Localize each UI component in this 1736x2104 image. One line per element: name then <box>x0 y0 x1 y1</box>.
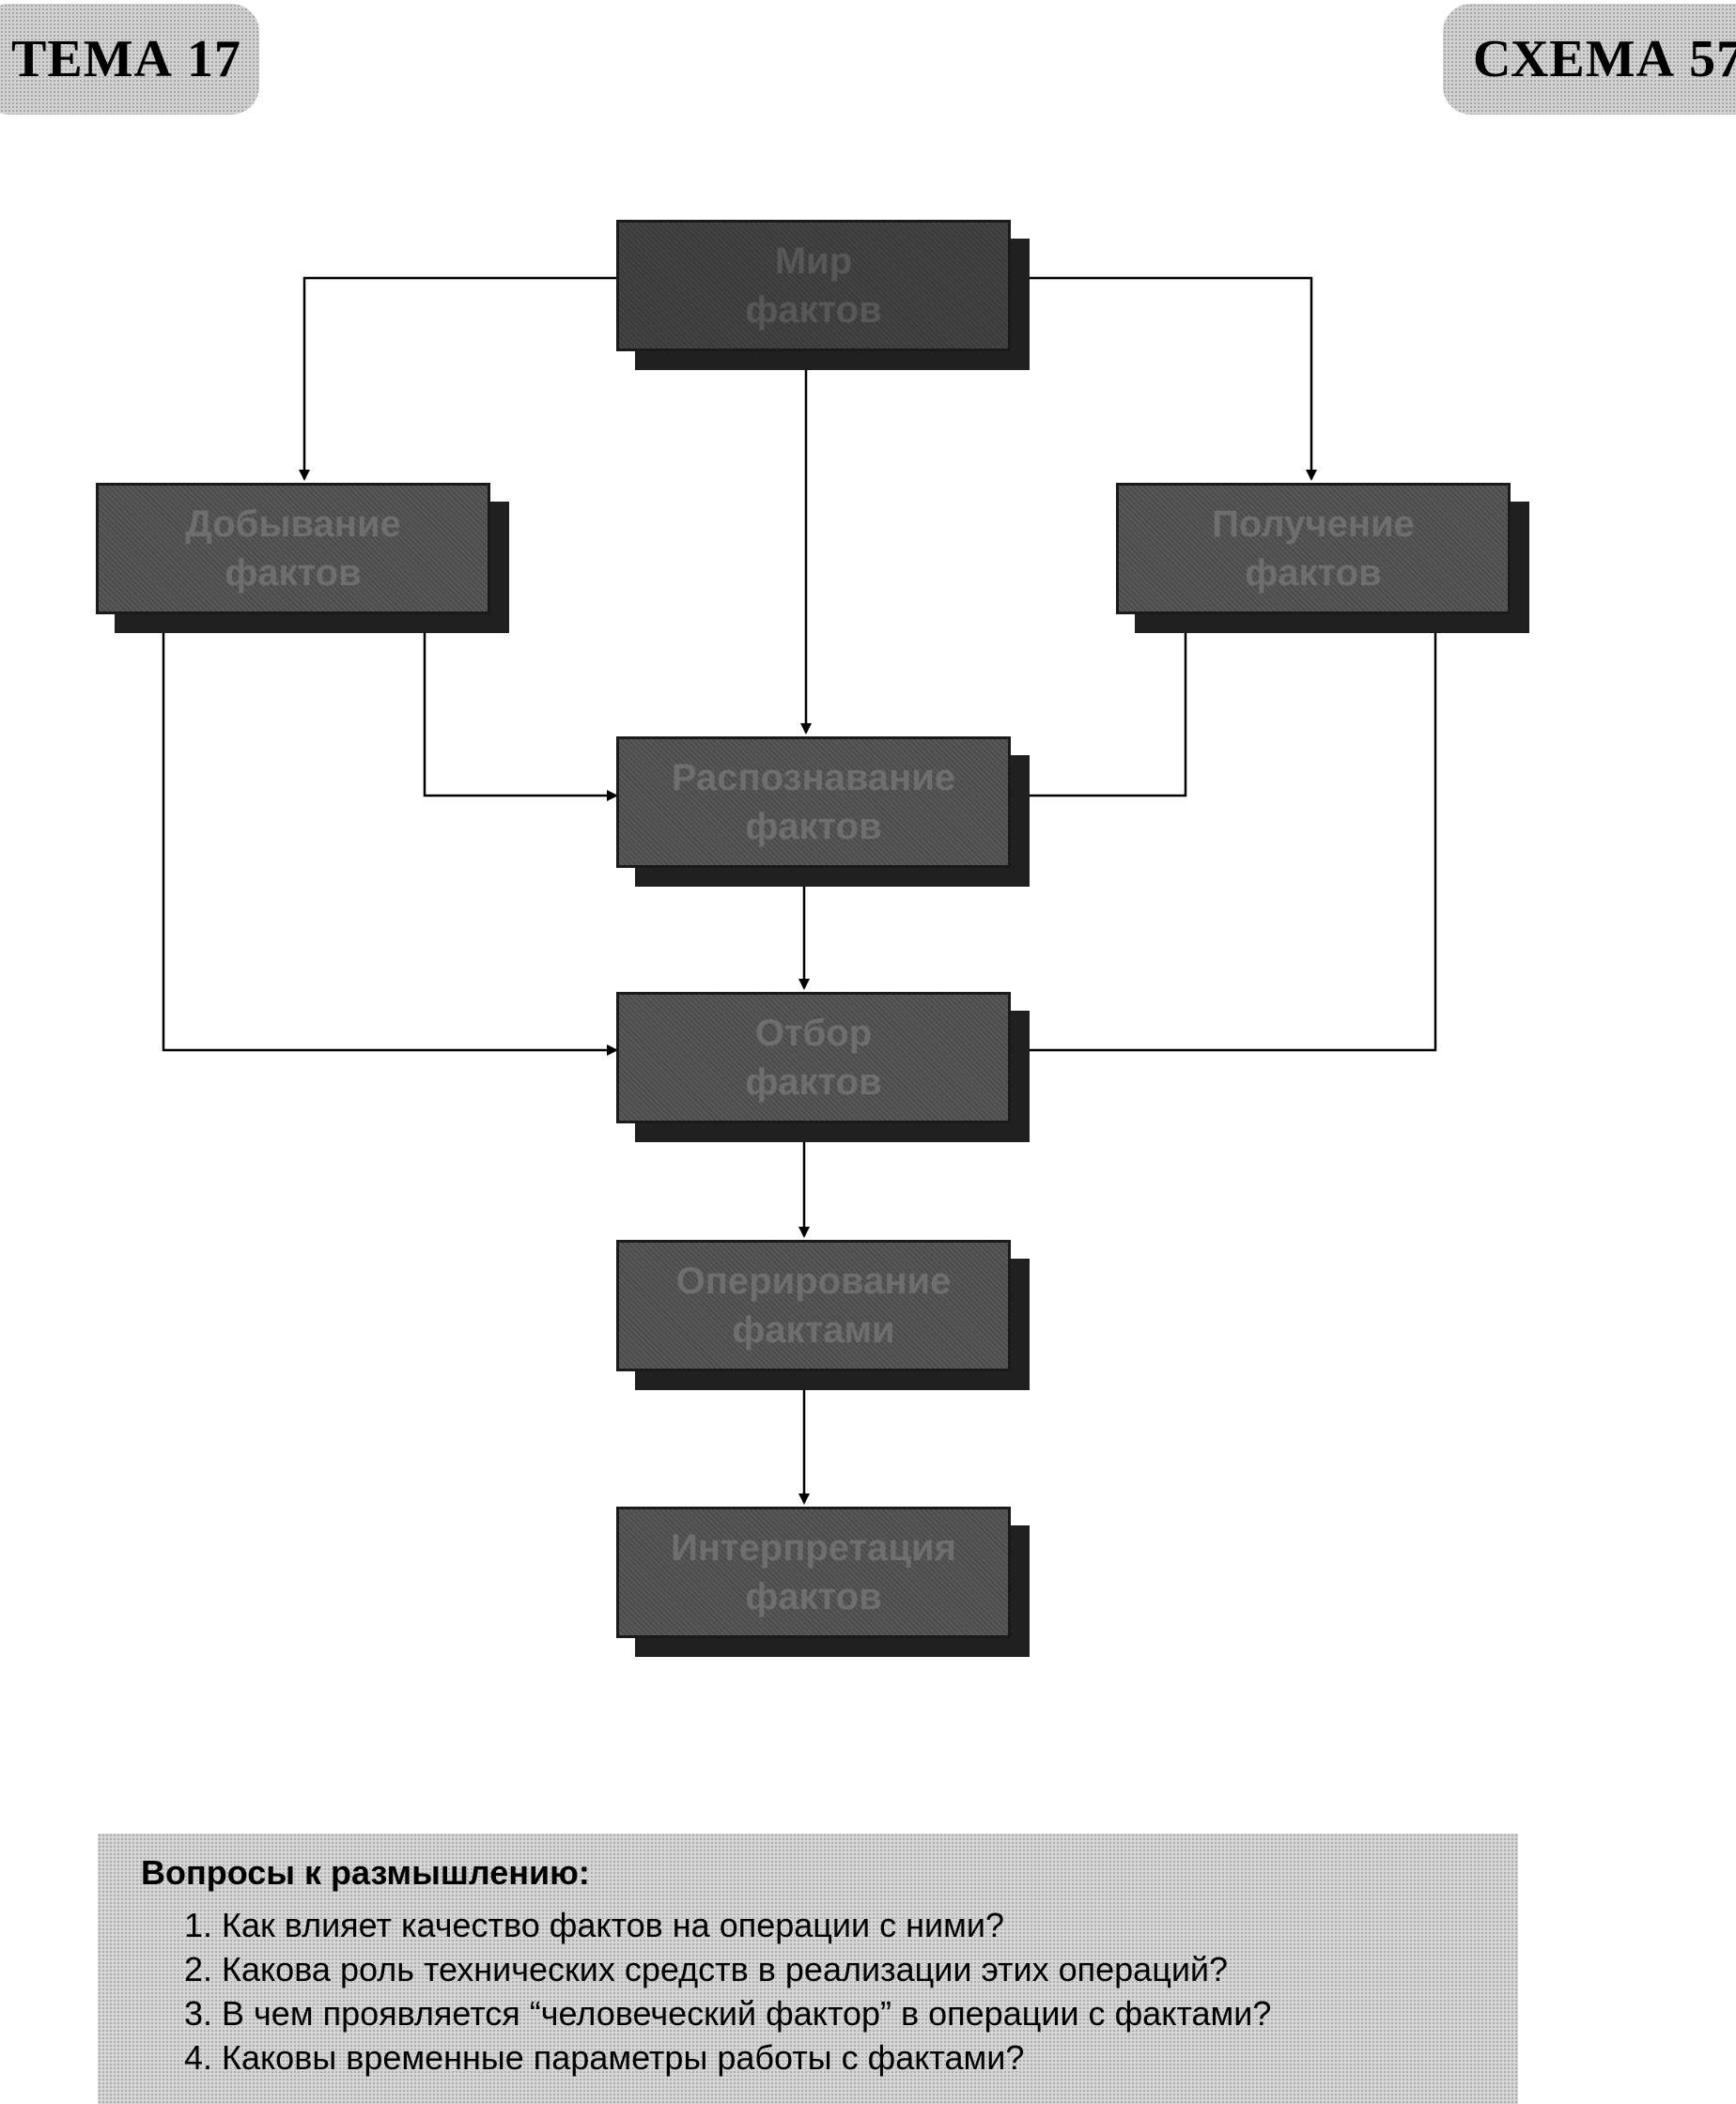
node-label: Добывание фактов <box>185 503 401 594</box>
arrow-top-to-left <box>299 276 616 481</box>
node-obtaining-facts: Добывание фактов <box>96 483 509 633</box>
question-item: 2. Какова роль технических средств в реа… <box>184 1950 1229 1988</box>
node-receiving-facts: Получение фактов <box>1116 483 1529 633</box>
scheme-tag-label: СХЕМА 57 <box>1473 30 1736 88</box>
node-label: Мир фактов <box>745 240 882 331</box>
arrow-left-to-recognition <box>423 631 618 801</box>
node-face: Мир фактов <box>616 220 1011 351</box>
node-label: Отбор фактов <box>745 1013 882 1103</box>
arrow-top-to-right <box>1011 276 1317 481</box>
node-selection-of-facts: Отбор фактов <box>616 992 1030 1142</box>
node-face: Распознавание фактов <box>616 736 1011 868</box>
topic-tag-label: ТЕМА 17 <box>11 30 241 88</box>
question-item: 4. Каковы временные параметры работы с ф… <box>184 2038 1025 2077</box>
scheme-tag: СХЕМА 57 <box>1443 4 1736 115</box>
node-label: Интерпретация фактов <box>671 1527 956 1617</box>
questions-heading: Вопросы к размышлению: <box>141 1853 590 1892</box>
node-face: Интерпретация фактов <box>616 1507 1011 1638</box>
node-face: Оперирование фактами <box>616 1240 1011 1371</box>
topic-tag: ТЕМА 17 <box>0 4 259 115</box>
arrow-right-to-selection <box>1018 631 1437 1056</box>
node-label: Распознавание фактов <box>671 757 956 847</box>
node-label: Оперирование фактами <box>675 1261 952 1351</box>
arrow-right-to-recognition <box>1018 631 1187 801</box>
node-world-of-facts: Мир фактов <box>616 220 1030 370</box>
node-face: Добывание фактов <box>96 483 490 614</box>
node-interpretation-of-facts: Интерпретация фактов <box>616 1507 1030 1657</box>
node-label: Получение фактов <box>1212 503 1415 594</box>
node-recognition-of-facts: Распознавание фактов <box>616 736 1030 887</box>
question-item: 1. Как влияет качество фактов на операци… <box>184 1906 1004 1944</box>
node-face: Отбор фактов <box>616 992 1011 1123</box>
questions-panel: Вопросы к размышлению: 1. Как влияет кач… <box>98 1833 1518 2104</box>
node-operating-facts: Оперирование фактами <box>616 1240 1030 1390</box>
arrow-left-to-selection <box>162 631 618 1056</box>
node-face: Получение фактов <box>1116 483 1511 614</box>
question-item: 3. В чем проявляется “человеческий факто… <box>184 1994 1272 2033</box>
questions-list: 1. Как влияет качество фактов на операци… <box>141 1903 1518 2080</box>
